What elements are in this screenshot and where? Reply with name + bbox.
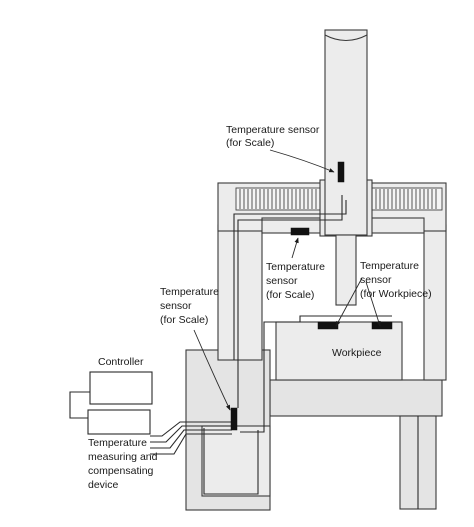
pedestal-inner-panel bbox=[201, 425, 271, 497]
label-scale-sensor-top-line1: Temperature sensor bbox=[226, 124, 320, 136]
label-workpiece-sensor-line3: (for Workpiece) bbox=[360, 288, 432, 300]
machine-base bbox=[269, 379, 443, 417]
label-scale-sensor-left-line3: (for Scale) bbox=[160, 314, 208, 326]
label-scale-sensor-left-line1: Temperature bbox=[160, 286, 219, 298]
label-device-line1: Temperature bbox=[88, 437, 147, 449]
bridge-left-column bbox=[217, 224, 263, 361]
label-workpiece: Workpiece bbox=[332, 347, 382, 359]
compensating-device-box bbox=[87, 409, 151, 435]
label-device-line3: compensating bbox=[88, 465, 154, 477]
scale-sensor-pedestal bbox=[230, 407, 238, 431]
label-scale-sensor-left-line2: sensor bbox=[160, 300, 192, 312]
label-device-line4: device bbox=[88, 479, 119, 491]
label-scale-sensor-top-line2: (for Scale) bbox=[226, 137, 274, 149]
fixture-plate bbox=[275, 321, 403, 381]
label-scale-sensor-mid-line3: (for Scale) bbox=[266, 289, 314, 301]
scale-sensor-top bbox=[337, 161, 345, 183]
label-scale-sensor-mid-line2: sensor bbox=[266, 275, 298, 287]
beam-grille-right bbox=[367, 187, 443, 211]
scale-sensor-beam bbox=[290, 227, 310, 236]
label-device-line2: measuring and bbox=[88, 451, 158, 463]
label-workpiece-sensor-line1: Temperature bbox=[360, 260, 419, 272]
beam-grille-left bbox=[235, 187, 325, 211]
label-scale-sensor-mid-line1: Temperature bbox=[266, 261, 325, 273]
leader-lines bbox=[193, 149, 381, 411]
label-workpiece-sensor-line2: sensor bbox=[360, 274, 392, 286]
bridge-right-column bbox=[423, 224, 447, 381]
workpiece-sensor-right bbox=[371, 321, 393, 330]
workpiece-sensor-left bbox=[317, 321, 339, 330]
sensor-wiring bbox=[69, 195, 392, 495]
z-column-lower bbox=[335, 234, 357, 306]
controller-box bbox=[89, 371, 153, 405]
label-controller: Controller bbox=[98, 356, 144, 368]
